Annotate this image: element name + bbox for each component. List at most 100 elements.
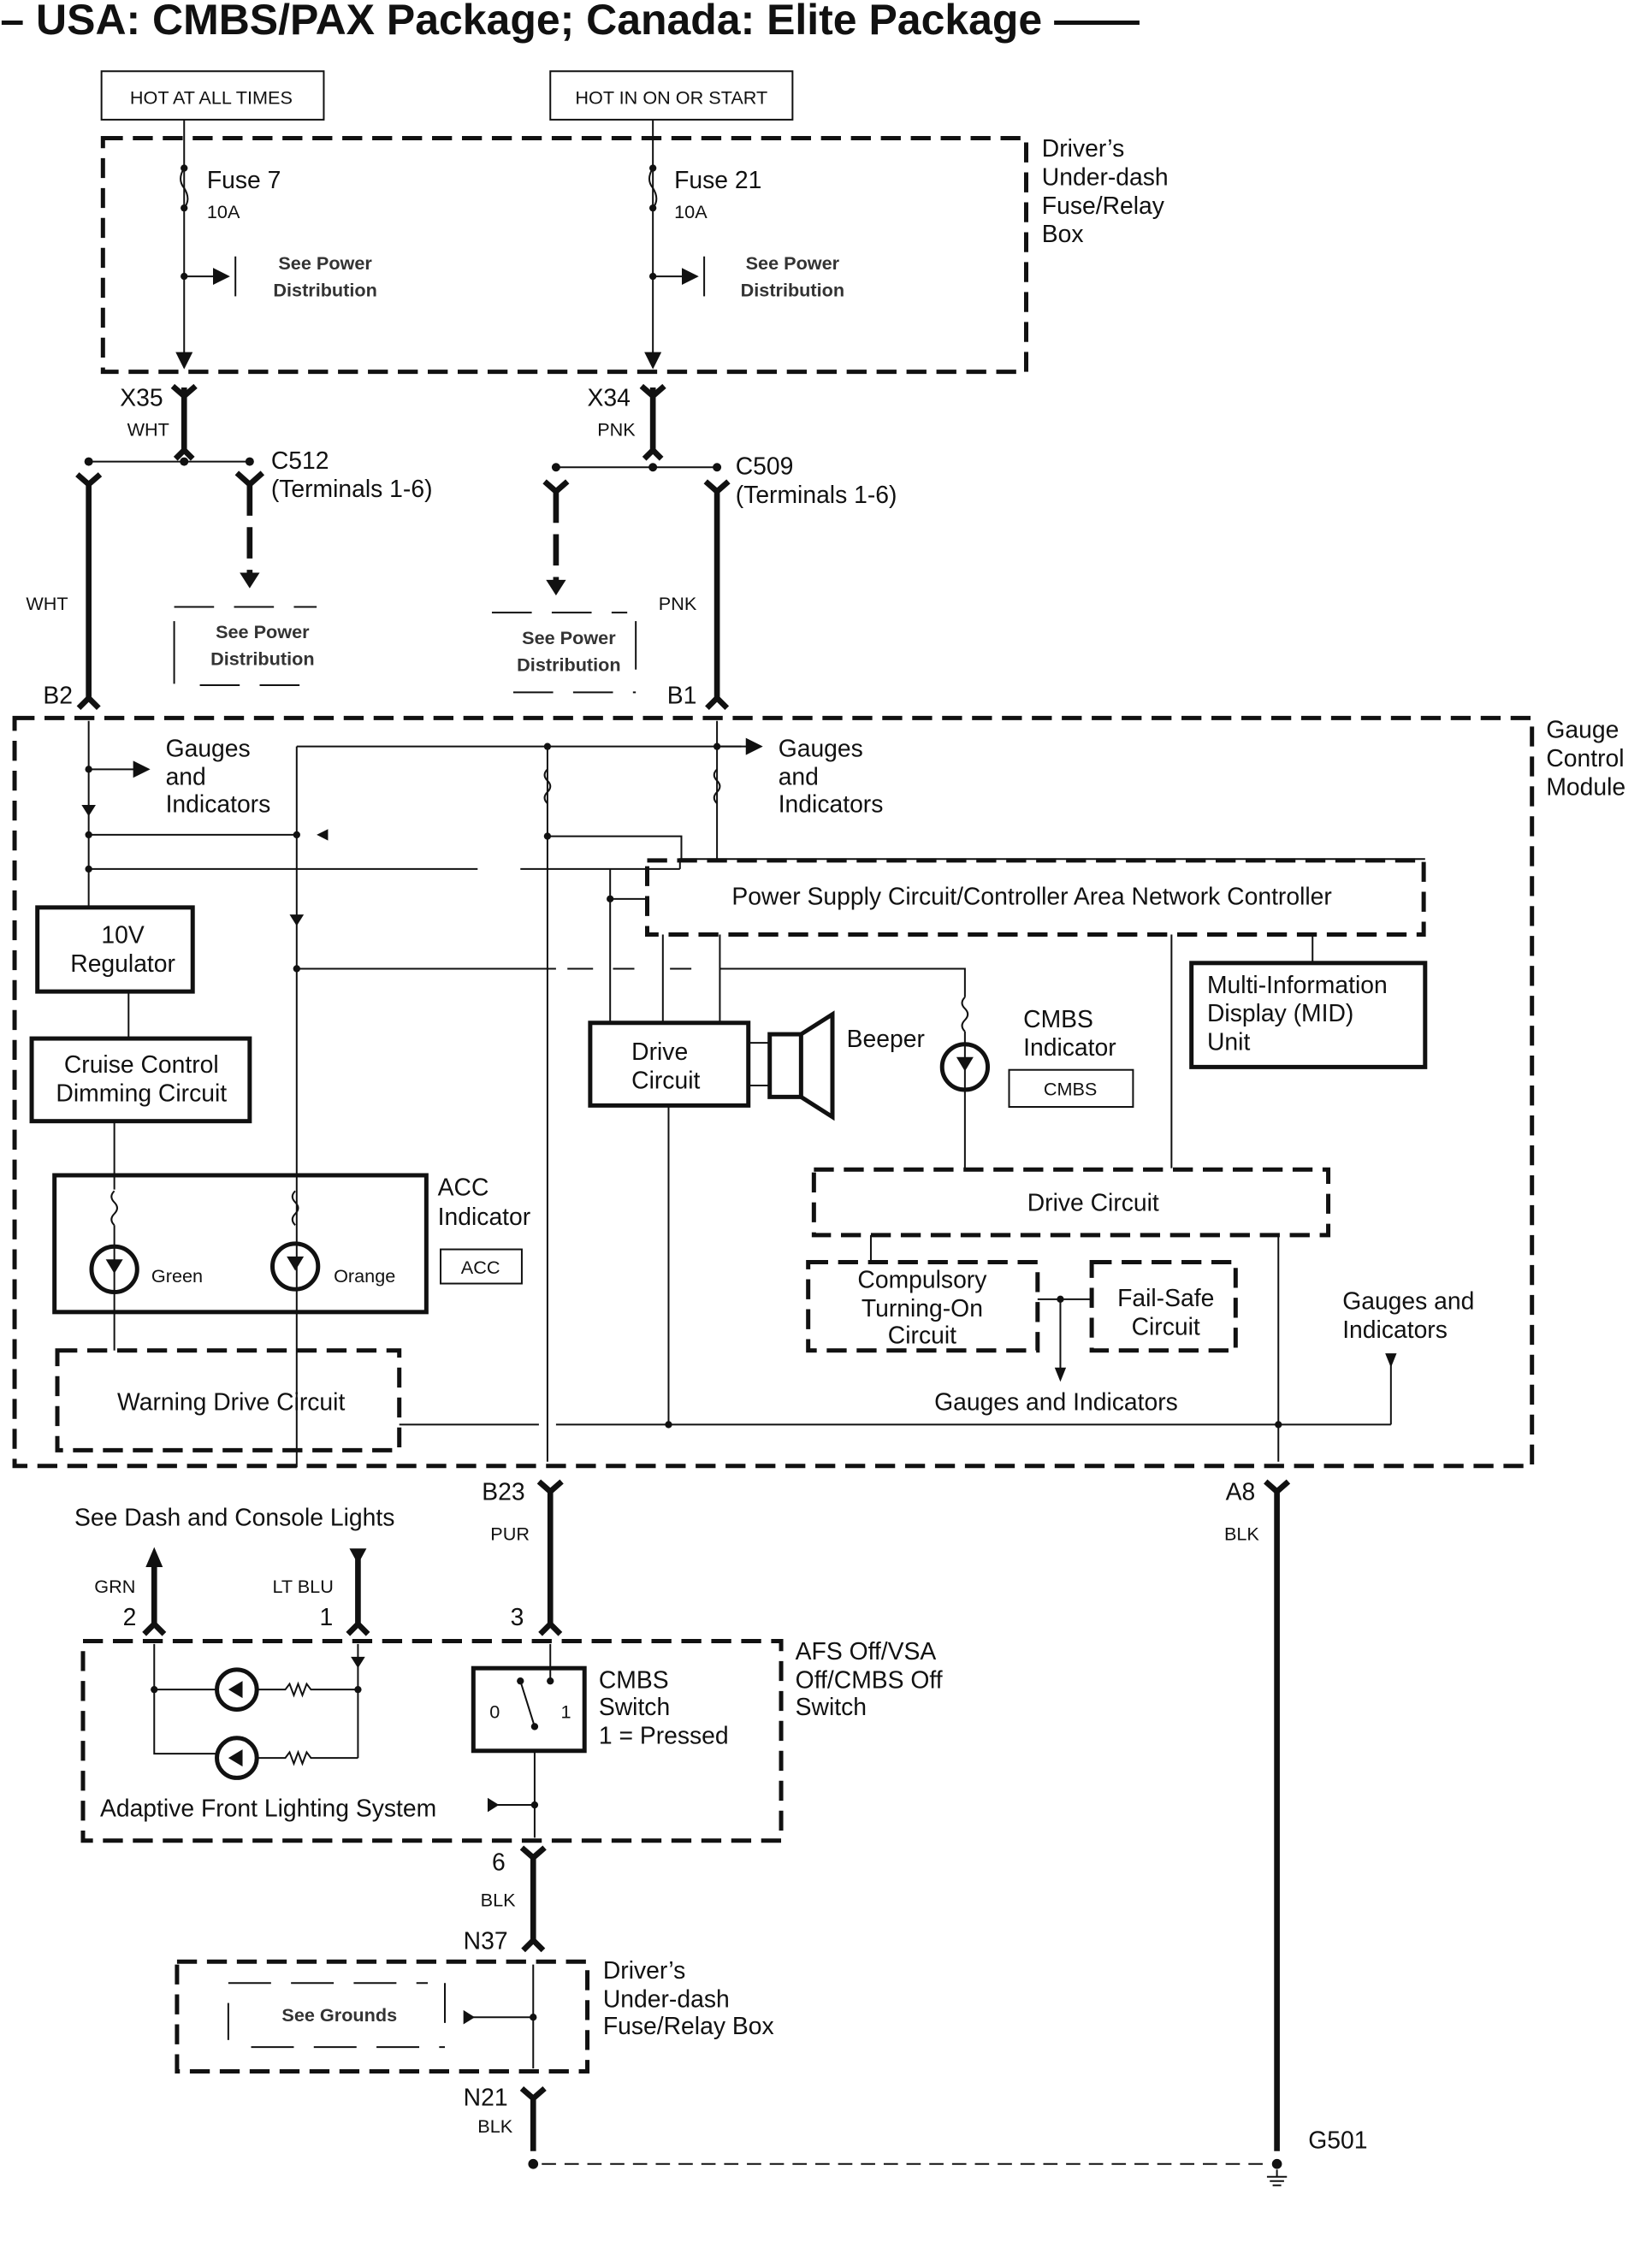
power-supply-can-controller: Power Supply Circuit/Controller Area Net…	[644, 858, 1426, 937]
fuse-21: Fuse 21 10A See Power Distribution	[644, 119, 844, 370]
wire-blk-n21: N21 BLK	[464, 2083, 547, 2151]
svg-text:and: and	[166, 763, 206, 790]
wire-lt-blu-pin1: LT BLU 1	[272, 1548, 370, 1636]
svg-text:BLK: BLK	[1224, 1523, 1259, 1544]
svg-text:3: 3	[511, 1603, 524, 1630]
wire-grn-pin2: GRN 2	[94, 1547, 167, 1636]
svg-text:Under-dash: Under-dash	[603, 1985, 730, 2013]
regulator-10v: 10V Regulator	[35, 905, 195, 994]
power-source-hot-at-all-times: HOT AT ALL TIMES	[100, 70, 325, 121]
svg-text:AFS Off/VSA: AFS Off/VSA	[796, 1637, 937, 1665]
svg-text:B23: B23	[482, 1478, 524, 1506]
svg-text:(Terminals 1-6): (Terminals 1-6)	[271, 475, 433, 502]
power-distribution-ref-1: See Power Distribution	[173, 606, 317, 687]
fail-safe-circuit: Fail-Safe Circuit	[1089, 1260, 1238, 1353]
svg-text:ACC: ACC	[438, 1173, 489, 1200]
page-title: – USA: CMBS/PAX Package; Canada: Elite P…	[0, 0, 1140, 44]
fuse-relay-box-top: Driver’s Under-dash Fuse/Relay Box Fuse …	[100, 119, 1169, 375]
led-green-icon	[89, 1244, 139, 1295]
svg-text:Drive: Drive	[631, 1038, 688, 1065]
ground-icon	[1266, 2169, 1288, 2186]
svg-text:Indicators: Indicators	[166, 790, 271, 817]
led-orange-icon	[269, 1241, 321, 1292]
svg-text:Fail-Safe: Fail-Safe	[1117, 1284, 1214, 1311]
svg-text:Fuse 7: Fuse 7	[207, 166, 281, 193]
svg-text:Indicator: Indicator	[438, 1203, 531, 1230]
svg-text:See Power: See Power	[216, 621, 310, 642]
svg-text:10A: 10A	[674, 201, 708, 222]
svg-text:Fuse 21: Fuse 21	[674, 166, 761, 193]
wire-pur-b23: B23 PUR 3	[482, 1478, 564, 1636]
svg-text:PNK: PNK	[597, 419, 636, 441]
fuse-relay-box-bottom: Driver’s Under-dash Fuse/Relay Box See G…	[175, 1956, 774, 2073]
svg-text:Compulsory: Compulsory	[857, 1266, 987, 1293]
svg-text:Fuse/Relay Box: Fuse/Relay Box	[603, 2012, 774, 2039]
svg-text:Distribution: Distribution	[210, 648, 314, 670]
svg-text:Box: Box	[1042, 220, 1084, 247]
svg-text:Cruise Control: Cruise Control	[64, 1050, 219, 1078]
svg-text:6: 6	[492, 1849, 506, 1876]
svg-text:CMBS: CMBS	[1023, 1005, 1093, 1032]
svg-text:Regulator: Regulator	[70, 949, 175, 977]
svg-text:WHT: WHT	[127, 419, 169, 441]
svg-text:1: 1	[561, 1701, 571, 1722]
svg-text:Gauges and: Gauges and	[1342, 1287, 1474, 1315]
svg-text:Off/CMBS Off: Off/CMBS Off	[796, 1665, 943, 1693]
svg-text:Drive Circuit: Drive Circuit	[1027, 1189, 1159, 1216]
svg-text:Indicators: Indicators	[779, 790, 884, 817]
afs-vsa-cmbs-off-switch: AFS Off/VSA Off/CMBS Off Switch 0 1 CMBS…	[80, 1637, 943, 1843]
wire-blk-pin6-n37: 6 BLK N37	[464, 1845, 547, 1954]
svg-text:Gauges: Gauges	[166, 734, 251, 761]
svg-text:and: and	[779, 763, 819, 790]
svg-text:Power Supply Circuit/Controlle: Power Supply Circuit/Controller Area Net…	[731, 883, 1331, 910]
svg-text:1 = Pressed: 1 = Pressed	[599, 1721, 729, 1748]
svg-text:WHT: WHT	[26, 593, 68, 614]
svg-text:(Terminals 1-6): (Terminals 1-6)	[736, 481, 897, 508]
warning-drive-circuit: Warning Drive Circuit	[55, 1348, 402, 1452]
cmbs-indicator: CMBS Indicator CMBS	[939, 997, 1134, 1168]
svg-text:N21: N21	[464, 2083, 508, 2110]
svg-text:Distribution: Distribution	[741, 279, 844, 300]
svg-text:HOT AT ALL TIMES: HOT AT ALL TIMES	[130, 87, 293, 109]
svg-text:B1: B1	[667, 682, 697, 709]
svg-text:Distribution: Distribution	[517, 654, 620, 675]
svg-text:10V: 10V	[101, 920, 144, 948]
svg-text:Orange: Orange	[334, 1265, 395, 1287]
cruise-control-dimming-circuit: Cruise Control Dimming Circuit	[29, 1036, 252, 1124]
wire-blk-a8: A8 BLK	[1224, 1478, 1291, 2151]
svg-text:PUR: PUR	[490, 1523, 530, 1544]
ground-g501: G501	[528, 2126, 1367, 2186]
acc-indicator: Green Orange ACC Indicator ACC	[52, 1173, 531, 1351]
svg-text:Indicator: Indicator	[1023, 1033, 1116, 1061]
svg-text:CMBS: CMBS	[599, 1665, 669, 1693]
svg-text:0: 0	[489, 1701, 500, 1722]
svg-text:Green: Green	[151, 1265, 203, 1287]
svg-text:Distribution: Distribution	[273, 279, 376, 300]
svg-text:Beeper: Beeper	[847, 1025, 925, 1052]
beeper-icon: Beeper	[748, 1010, 925, 1121]
svg-text:10A: 10A	[207, 201, 240, 222]
power-source-hot-in-on-or-start: HOT IN ON OR START	[549, 70, 794, 121]
svg-text:BLK: BLK	[477, 2115, 512, 2137]
fuse-7: Fuse 7 10A See Power Distribution	[175, 119, 377, 370]
svg-text:Under-dash: Under-dash	[1042, 163, 1169, 191]
svg-text:Driver’s: Driver’s	[1042, 134, 1124, 162]
svg-text:2: 2	[123, 1603, 137, 1630]
wire-pnk-b1: PNK B1	[659, 479, 731, 711]
connector-x34: X34 PNK	[588, 384, 666, 461]
see-dash-console-lights-ref: See Dash and Console Lights	[74, 1504, 394, 1531]
compulsory-turning-on-circuit: Compulsory Turning-On Circuit	[806, 1260, 1040, 1353]
connector-x35: X35 WHT	[120, 384, 198, 461]
svg-text:Indicators: Indicators	[1342, 1316, 1448, 1343]
svg-text:C509: C509	[736, 453, 794, 480]
svg-text:ACC: ACC	[461, 1257, 500, 1278]
power-distribution-ref-2: See Power Distribution	[491, 612, 637, 694]
svg-text:Gauges and Indicators: Gauges and Indicators	[934, 1388, 1178, 1416]
svg-text:Display (MID): Display (MID)	[1207, 999, 1353, 1026]
wire-wht-b2: WHT B2	[26, 472, 103, 711]
led-cmbs-icon	[939, 1042, 991, 1092]
cmbs-switch: 0 1 CMBS Switch 1 = Pressed	[471, 1643, 729, 1754]
svg-text:Circuit: Circuit	[631, 1066, 700, 1093]
svg-text:See Grounds: See Grounds	[281, 2004, 397, 2026]
svg-text:Turning-On: Turning-On	[862, 1294, 983, 1322]
